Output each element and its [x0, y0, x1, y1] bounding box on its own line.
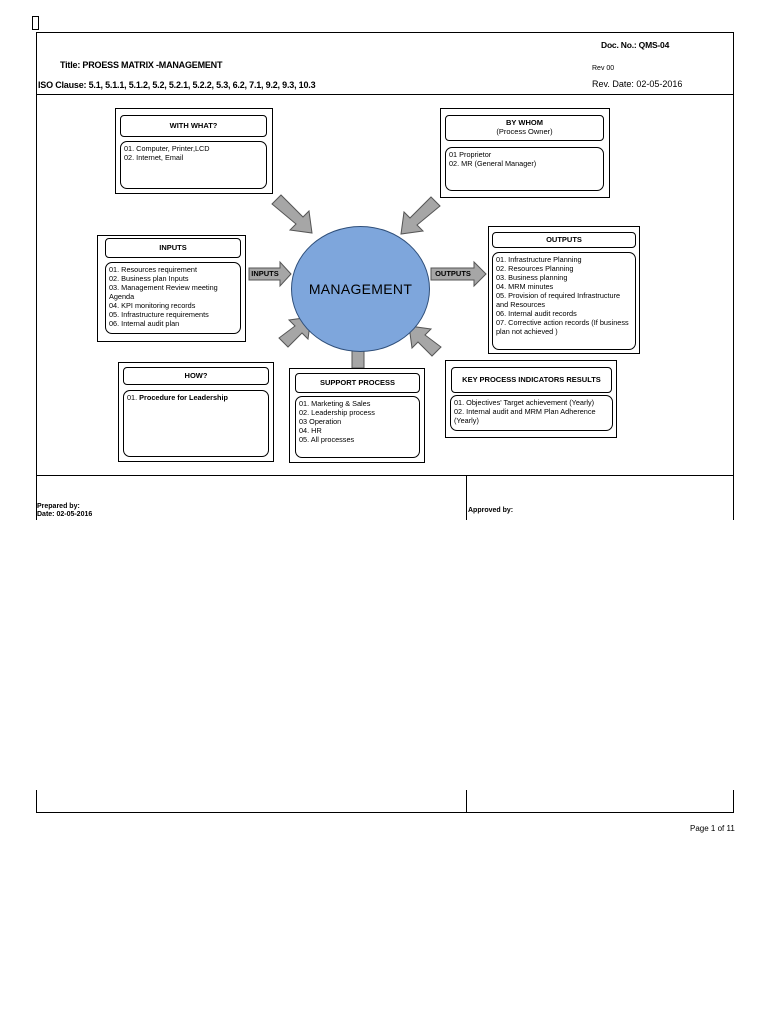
- by-whom-panel: BY WHOM (Process Owner) 01 Proprietor 02…: [440, 108, 610, 198]
- list-item: 03. Management Review meeting Agenda: [109, 283, 218, 301]
- inputs-panel: INPUTS 01. Resources requirement 02. Bus…: [97, 235, 246, 342]
- how-panel: HOW? 01. Procedure for Leadership: [118, 362, 274, 462]
- page-number: Page 1 of 11: [690, 824, 735, 833]
- kpi-heading-text: KEY PROCESS INDICATORS RESULTS: [462, 374, 601, 384]
- bottom-strip-right: [733, 790, 734, 813]
- with-what-list: 01. Computer, Printer,LCD 02. Internet, …: [120, 141, 267, 189]
- inputs-heading: INPUTS: [105, 238, 241, 258]
- arrow-kpi: [408, 325, 442, 357]
- with-what-heading: WITH WHAT?: [120, 115, 267, 137]
- doc-title: Title: PROESS MATRIX -MANAGEMENT: [60, 60, 223, 70]
- list-item: 02. MR (General Manager): [449, 159, 537, 168]
- support-heading-text: SUPPORT PROCESS: [319, 377, 395, 387]
- list-item: 01. Objectives' Target achievement (Year…: [454, 398, 595, 407]
- list-item: 07. Corrective action records (If busine…: [496, 318, 629, 336]
- bottom-strip-line: [36, 812, 734, 813]
- footer-column-divider: [466, 475, 467, 520]
- list-item: 02. Resources Planning: [496, 264, 574, 273]
- bottom-strip-left: [36, 790, 37, 813]
- list-item: 04. KPI monitoring records: [109, 301, 196, 310]
- list-item: 01 Proprietor: [449, 150, 492, 159]
- list-item: 05. Infrastructure requirements: [109, 310, 209, 319]
- inputs-arrow-label: INPUTS: [251, 269, 279, 278]
- prepared-date: Date: 02-05-2016: [37, 511, 93, 518]
- prepared-by-label: Prepared by:: [37, 503, 80, 510]
- list-item: 02. Internet, Email: [124, 153, 184, 162]
- kpi-heading: KEY PROCESS INDICATORS RESULTS: [451, 367, 612, 393]
- kpi-panel: KEY PROCESS INDICATORS RESULTS 01. Objec…: [445, 360, 617, 438]
- how-item-prefix: 01.: [127, 393, 140, 402]
- support-panel: SUPPORT PROCESS 01. Marketing & Sales 02…: [289, 368, 425, 463]
- footer-divider: [36, 475, 734, 476]
- list-item: 03. Business planning: [496, 273, 568, 282]
- by-whom-subheading: (Process Owner): [496, 127, 553, 136]
- page-marker: [32, 16, 39, 30]
- arrow-inputs: [248, 260, 292, 288]
- outputs-arrow-label: OUTPUTS: [435, 269, 471, 278]
- with-what-heading-text: WITH WHAT?: [169, 120, 218, 130]
- approved-by-label: Approved by:: [468, 507, 514, 514]
- list-item: 01. Computer, Printer,LCD: [124, 144, 210, 153]
- support-list: 01. Marketing & Sales 02. Leadership pro…: [295, 396, 420, 458]
- bottom-strip-middle: [466, 790, 467, 813]
- list-item: 06. Internal audit plan: [109, 319, 180, 328]
- outputs-heading: OUTPUTS: [492, 232, 636, 248]
- iso-clause: ISO Clause: 5.1, 5.1.1, 5.1.2, 5.2, 5.2.…: [38, 80, 316, 90]
- arrow-outputs: [430, 260, 487, 288]
- list-item: 01. Infrastructure Planning: [496, 255, 582, 264]
- list-item: 02. Internal audit and MRM Plan Adherenc…: [454, 407, 596, 425]
- how-heading: HOW?: [123, 367, 269, 385]
- list-item: 03 Operation: [299, 417, 342, 426]
- list-item: 01. Marketing & Sales: [299, 399, 371, 408]
- kpi-list: 01. Objectives' Target achievement (Year…: [450, 395, 613, 431]
- revision-date: Rev. Date: 02-05-2016: [592, 79, 683, 89]
- header-divider: [36, 94, 734, 95]
- outputs-list: 01. Infrastructure Planning 02. Resource…: [492, 252, 636, 350]
- center-label: MANAGEMENT: [308, 280, 413, 297]
- outputs-heading-text: OUTPUTS: [546, 234, 582, 244]
- list-item: 04. HR: [299, 426, 322, 435]
- flow-arrows: [248, 194, 487, 369]
- form-frame: [36, 32, 734, 520]
- outputs-panel: OUTPUTS 01. Infrastructure Planning 02. …: [488, 226, 640, 354]
- how-heading-text: HOW?: [184, 370, 208, 380]
- by-whom-list: 01 Proprietor 02. MR (General Manager): [445, 147, 604, 191]
- with-what-panel: WITH WHAT? 01. Computer, Printer,LCD 02.…: [115, 108, 273, 194]
- inputs-heading-text: INPUTS: [159, 242, 187, 252]
- list-item: 02. Leadership process: [299, 408, 375, 417]
- list-item: 02. Business plan Inputs: [109, 274, 189, 283]
- list-item: 01. Procedure for Leadership: [127, 393, 265, 402]
- inputs-list: 01. Resources requirement 02. Business p…: [105, 262, 241, 334]
- arrow-by-whom: [400, 196, 441, 235]
- list-item: 05. All processes: [299, 435, 355, 444]
- arrow-with-what: [271, 194, 313, 234]
- revision: Rev 00: [592, 65, 615, 72]
- list-item: 06. Internal audit records: [496, 309, 577, 318]
- list-item: 04. MRM minutes: [496, 282, 554, 291]
- how-list: 01. Procedure for Leadership: [123, 390, 269, 457]
- by-whom-heading: BY WHOM (Process Owner): [445, 115, 604, 141]
- how-item-text: Procedure for Leadership: [139, 393, 228, 402]
- support-heading: SUPPORT PROCESS: [295, 373, 420, 393]
- list-item: 01. Resources requirement: [109, 265, 198, 274]
- list-item: 05. Provision of required Infrastructure…: [496, 291, 621, 309]
- by-whom-heading-text: BY WHOM: [506, 118, 543, 128]
- management-circle: MANAGEMENT: [291, 226, 430, 352]
- doc-number: Doc. No.: QMS-04: [601, 40, 670, 50]
